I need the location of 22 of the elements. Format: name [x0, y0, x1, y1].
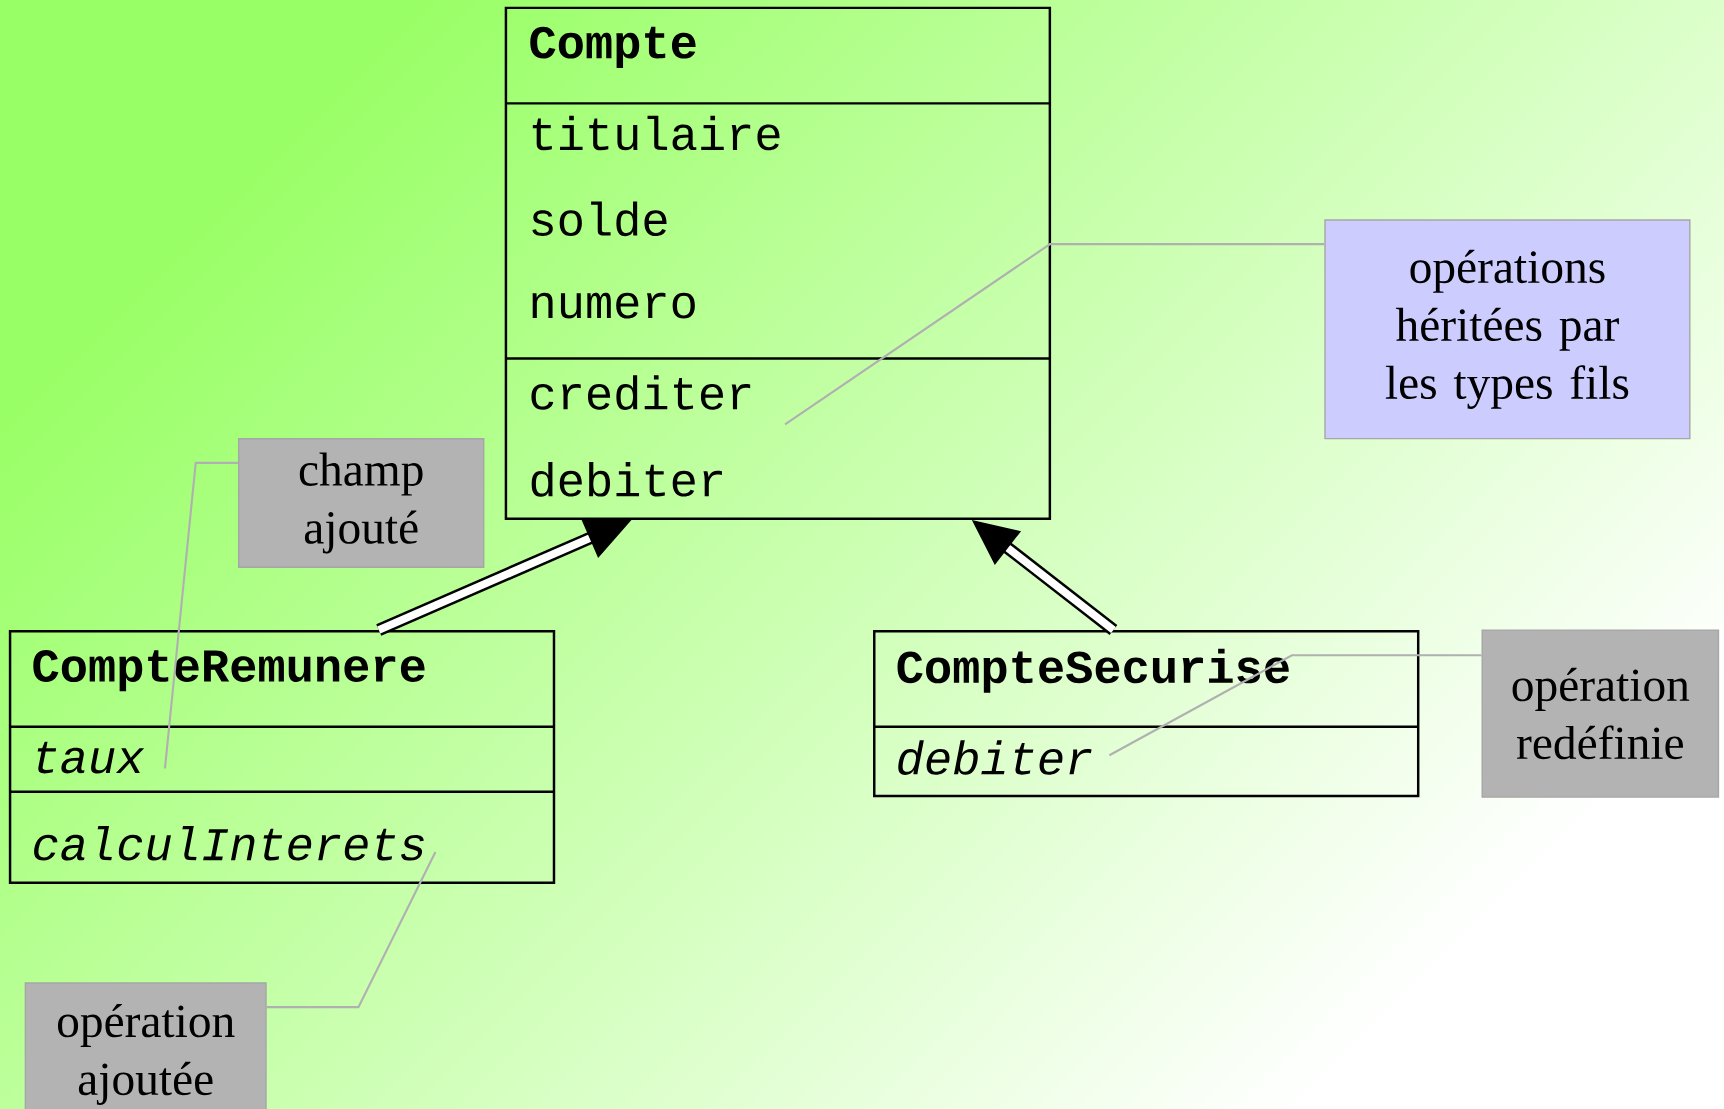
- class-member: solde: [532, 201, 667, 236]
- class-member: debiter: [531, 461, 722, 497]
- class-member: taux: [37, 741, 145, 774]
- class-name: Compte: [530, 26, 696, 68]
- note-box: champ ajouté: [237, 437, 485, 568]
- note-box: opération ajoutée: [24, 982, 267, 1109]
- class-name: CompteSecurise: [897, 648, 1289, 693]
- leader-line: [1108, 654, 1482, 757]
- leader-line: [784, 242, 1325, 426]
- class-member: numero: [532, 292, 695, 319]
- class-box: [8, 629, 556, 884]
- class-name: CompteRemunere: [33, 649, 425, 692]
- note-box: opérations héritées par les types fils: [1324, 219, 1691, 440]
- class-member: calculInterets: [34, 825, 424, 861]
- note-box: opération redéfinie: [1481, 629, 1720, 798]
- leader-line: [266, 851, 437, 1008]
- class-member: titulaire: [532, 115, 780, 151]
- class-box: [504, 6, 1052, 520]
- leader-line: [163, 461, 238, 769]
- class-member: crediter: [531, 375, 751, 410]
- class-member: debiter: [898, 740, 1092, 775]
- class-box: [873, 629, 1420, 798]
